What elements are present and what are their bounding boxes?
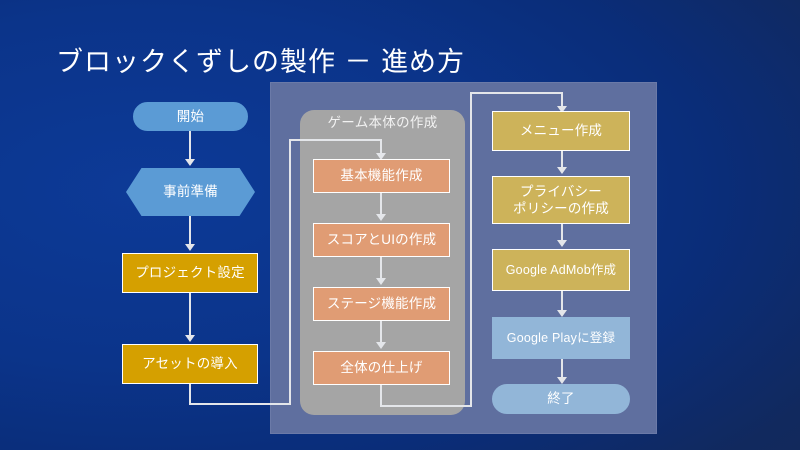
node-end[interactable]: 終了 [492,384,630,414]
node-google-play-register[interactable]: Google Playに登録 [492,317,630,359]
connector-menu-to-privacy [561,151,563,167]
arrow-into-menu [557,106,567,113]
connector-into-menu-down [561,92,563,106]
connector-basic-to-score [380,193,382,214]
node-stage-features-label: ステージ機能作成 [326,296,437,311]
node-final-polish-label: 全体の仕上げ [340,360,423,375]
arrow-stage-to-final [376,342,386,349]
node-project-settings-label: プロジェクト設定 [135,265,245,280]
connector-into-menu [470,92,563,94]
node-asset-import[interactable]: アセットの導入 [122,344,258,384]
connector-asset-down [189,384,191,405]
node-privacy-policy[interactable]: プライバシー ポリシーの作成 [492,176,630,224]
node-google-play-register-label: Google Playに登録 [506,331,616,345]
connector-start-to-prep [189,131,191,159]
connector-group-up [289,139,291,405]
connector-into-basic-down [380,139,382,154]
page-title: ブロックくずしの製作 － 進め方 [56,47,466,77]
connector-asset-right [189,403,291,405]
node-basic-features-label: 基本機能作成 [340,168,423,183]
arrow-play-to-end [557,377,567,384]
arrow-score-to-stage [376,278,386,285]
arrow-into-basic [376,153,386,160]
connector-stage-to-final [380,321,382,342]
connector-admob-to-play [561,291,563,310]
connector-privacy-to-admob [561,224,563,240]
arrow-basic-to-score [376,214,386,221]
node-google-admob-label: Google AdMob作成 [505,263,617,277]
node-asset-import-label: アセットの導入 [142,356,238,371]
node-prep[interactable]: 事前準備 [126,168,255,216]
node-prep-label: 事前準備 [163,184,218,199]
connector-score-to-stage [380,257,382,278]
connector-project-to-asset [189,293,191,335]
node-menu-creation-label: メニュー作成 [519,123,603,138]
arrow-privacy-to-admob [557,240,567,247]
node-start-label: 開始 [176,108,205,124]
node-final-polish[interactable]: 全体の仕上げ [313,351,450,385]
arrow-menu-to-privacy [557,167,567,174]
node-privacy-policy-line2: ポリシーの作成 [513,201,609,216]
connector-final-right [380,405,472,407]
node-start[interactable]: 開始 [133,102,248,131]
arrow-admob-to-play [557,310,567,317]
node-basic-features[interactable]: 基本機能作成 [313,159,450,193]
arrow-project-to-asset [185,335,195,342]
node-menu-creation[interactable]: メニュー作成 [492,111,630,151]
connector-final-down [380,385,382,407]
connector-prep-to-project [189,216,191,244]
node-project-settings[interactable]: プロジェクト設定 [122,253,258,293]
node-privacy-policy-line1: プライバシー [520,184,602,199]
arrow-start-to-prep [185,159,195,166]
node-score-ui-label: スコアとUIの作成 [326,232,437,247]
connector-play-to-end [561,359,563,377]
connector-right-up [470,92,472,407]
node-score-ui[interactable]: スコアとUIの作成 [313,223,450,257]
arrow-prep-to-project [185,244,195,251]
group-label: ゲーム本体の作成 [327,115,438,130]
node-google-admob[interactable]: Google AdMob作成 [492,249,630,291]
node-end-label: 終了 [547,391,575,406]
connector-group-into-basic [289,139,382,141]
node-stage-features[interactable]: ステージ機能作成 [313,287,450,321]
